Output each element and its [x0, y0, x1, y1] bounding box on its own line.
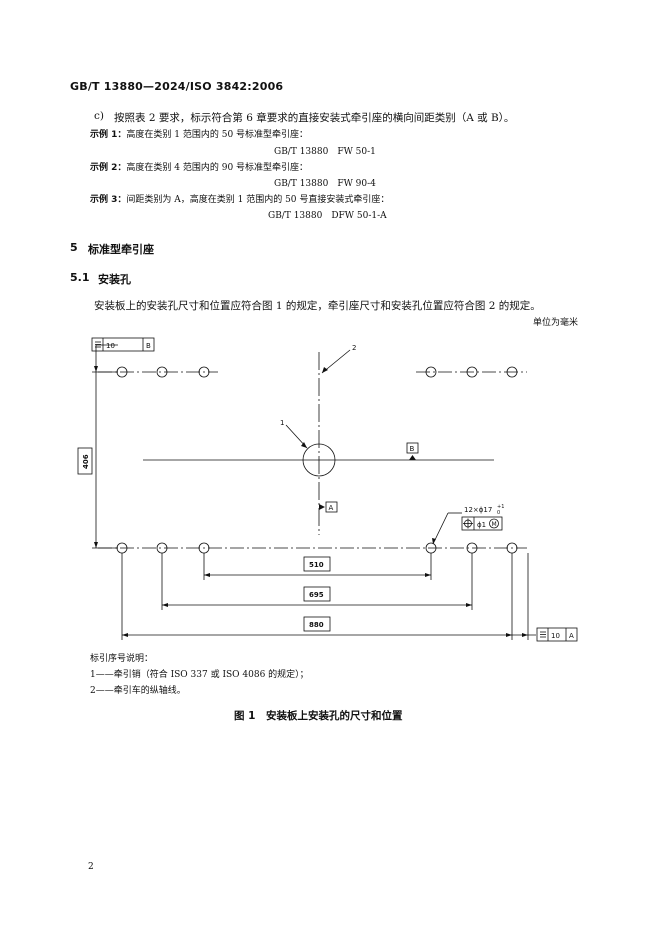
section-5-title: 标准型牵引座: [88, 243, 154, 256]
callout-1: 1: [280, 419, 284, 427]
dim-510: 510: [309, 561, 324, 569]
legend-item-2: 2——牵引车的纵轴线。: [90, 686, 186, 696]
top-tol-value: 10: [106, 342, 115, 350]
section-5-1-title: 安装孔: [98, 273, 131, 286]
datum-a-box: [325, 501, 338, 513]
unit-note: 单位为毫米: [533, 318, 579, 328]
hole: [425, 366, 437, 378]
hole: [198, 366, 210, 378]
example-2-text: 高度在类别 4 范围内的 90 号标准型牵引座：: [126, 163, 309, 173]
figure-1-drawing: 10 B 10 A A B 1 2 510 695 880 406 12×ϕ17…: [77, 337, 578, 642]
callout-2: 2: [352, 344, 356, 352]
dim-880-box: [303, 616, 331, 632]
example-1-text: 高度在类别 1 范围内的 50 号标准型牵引座：: [126, 130, 309, 140]
standard-header: GB/T 13880—2024/ISO 3842:2006: [70, 80, 284, 93]
bottom-tolerance-frame: [536, 627, 578, 642]
mmc-modifier: M: [492, 521, 497, 528]
bottom-tol-value: 10: [551, 632, 560, 640]
example-3: 示例 3：间距类别为 A，高度在类别 1 范围内的 50 号直接安装式牵引座：: [90, 192, 389, 205]
datum-b-label: B: [410, 445, 415, 453]
legend-item-1: 1——牵引销（符合 ISO 337 或 ISO 4086 的规定）；: [90, 670, 309, 680]
example-1: 示例 1：高度在类别 1 范围内的 50 号标准型牵引座：: [90, 127, 308, 140]
datum-b-box: [406, 442, 419, 454]
figure-caption: 图 1 安装板上安装孔的尺寸和位置: [234, 710, 403, 722]
dim-880: 880: [309, 621, 324, 629]
example-1-label: 示例 1：: [90, 130, 127, 140]
item-c-marker: c): [94, 110, 104, 122]
position-tolerance: ϕ1: [477, 521, 486, 529]
example-2: 示例 2：高度在类别 4 范围内的 90 号标准型牵引座：: [90, 160, 308, 173]
hole: [466, 366, 478, 378]
dim-406: 406: [82, 454, 90, 469]
hole-spec: 12×ϕ17: [464, 506, 492, 514]
top-tolerance-frame: [91, 337, 155, 352]
hole: [506, 366, 518, 378]
section-5-number: 5: [70, 241, 78, 254]
example-3-code: GB/T 13880 DFW 50-1-A: [268, 211, 387, 221]
body-paragraph: 安装板上的安装孔尺寸和位置应符合图 1 的规定，牵引座尺寸和安装孔位置应符合图 …: [94, 300, 541, 312]
example-2-code: GB/T 13880 FW 90-4: [274, 179, 376, 189]
item-c-text: 按照表 2 要求，标示符合第 6 章要求的直接安装式牵引座的横向间距类别（A 或…: [114, 112, 515, 124]
hole-tol-lower: 0: [497, 510, 500, 516]
hole: [156, 366, 168, 378]
bottom-tol-ref: A: [569, 632, 574, 640]
section-5-1-number: 5.1: [70, 271, 90, 284]
example-3-text: 间距类别为 A，高度在类别 1 范围内的 50 号直接安装式牵引座：: [126, 195, 390, 205]
dim-406-box: [77, 447, 93, 475]
position-tolerance-frame: [461, 516, 503, 531]
king-pin: [302, 443, 336, 477]
hole-tol-upper: +1: [497, 504, 504, 510]
dim-695-box: [303, 586, 331, 602]
legend-title: 标引序号说明：: [90, 654, 154, 664]
example-2-label: 示例 2：: [90, 163, 127, 173]
top-tol-ref: B: [146, 342, 151, 350]
dim-695: 695: [309, 591, 324, 599]
example-1-code: GB/T 13880 FW 50-1: [274, 147, 376, 157]
dim-510-box: [303, 556, 331, 572]
example-3-label: 示例 3：: [90, 195, 127, 205]
page-number: 2: [88, 862, 94, 872]
datum-a-label: A: [329, 504, 334, 512]
